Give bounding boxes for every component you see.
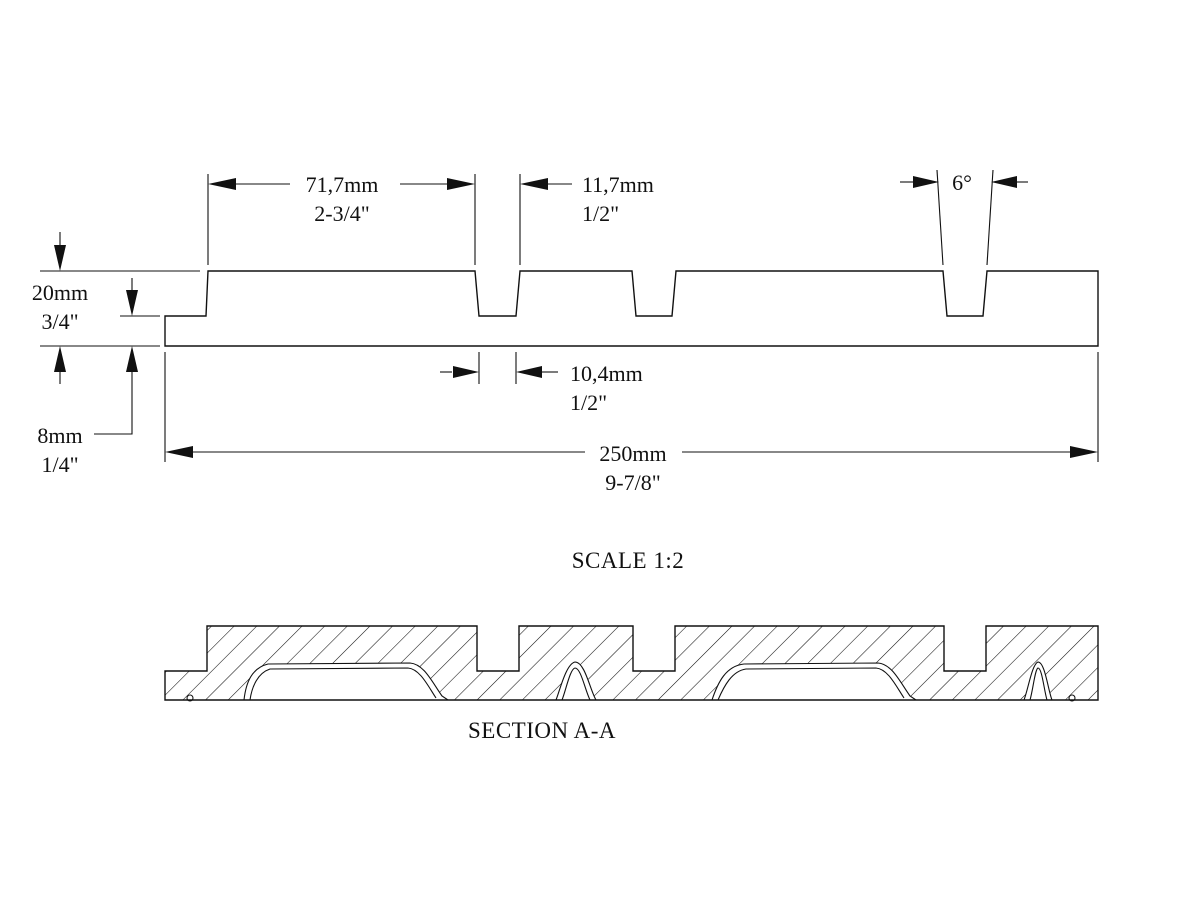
dimension-height: 20mm 3/4" [32, 232, 88, 384]
pitch-metric-label: 71,7mm [306, 172, 379, 197]
section-caption: SECTION A-A [468, 718, 616, 743]
section-view [164, 625, 1099, 702]
dimension-pitch: 71,7mm 2-3/4" [208, 172, 475, 226]
height-metric-label: 20mm [32, 280, 88, 305]
groove-width-metric-label: 10,4mm [570, 361, 643, 386]
pitch-imperial-label: 2-3/4" [314, 201, 369, 226]
base-imperial-label: 1/4" [41, 452, 78, 477]
scale-caption: SCALE 1:2 [572, 548, 684, 573]
dimension-taper-angle: 6° [900, 170, 1028, 195]
top-width-imperial-label: 1/2" [582, 201, 619, 226]
dimension-base: 8mm 1/4" [37, 278, 138, 477]
dimension-groove-width: 10,4mm 1/2" [440, 361, 643, 415]
taper-angle-label: 6° [952, 170, 972, 195]
groove-width-imperial-label: 1/2" [570, 390, 607, 415]
profile-outline [164, 270, 1099, 347]
top-width-metric-label: 11,7mm [582, 172, 654, 197]
dimension-overall-length: 250mm 9-7/8" [165, 441, 1098, 495]
overall-length-metric-label: 250mm [599, 441, 666, 466]
height-imperial-label: 3/4" [41, 309, 78, 334]
overall-length-imperial-label: 9-7/8" [605, 470, 660, 495]
dimension-top-width: 11,7mm 1/2" [520, 172, 654, 226]
base-metric-label: 8mm [37, 423, 82, 448]
